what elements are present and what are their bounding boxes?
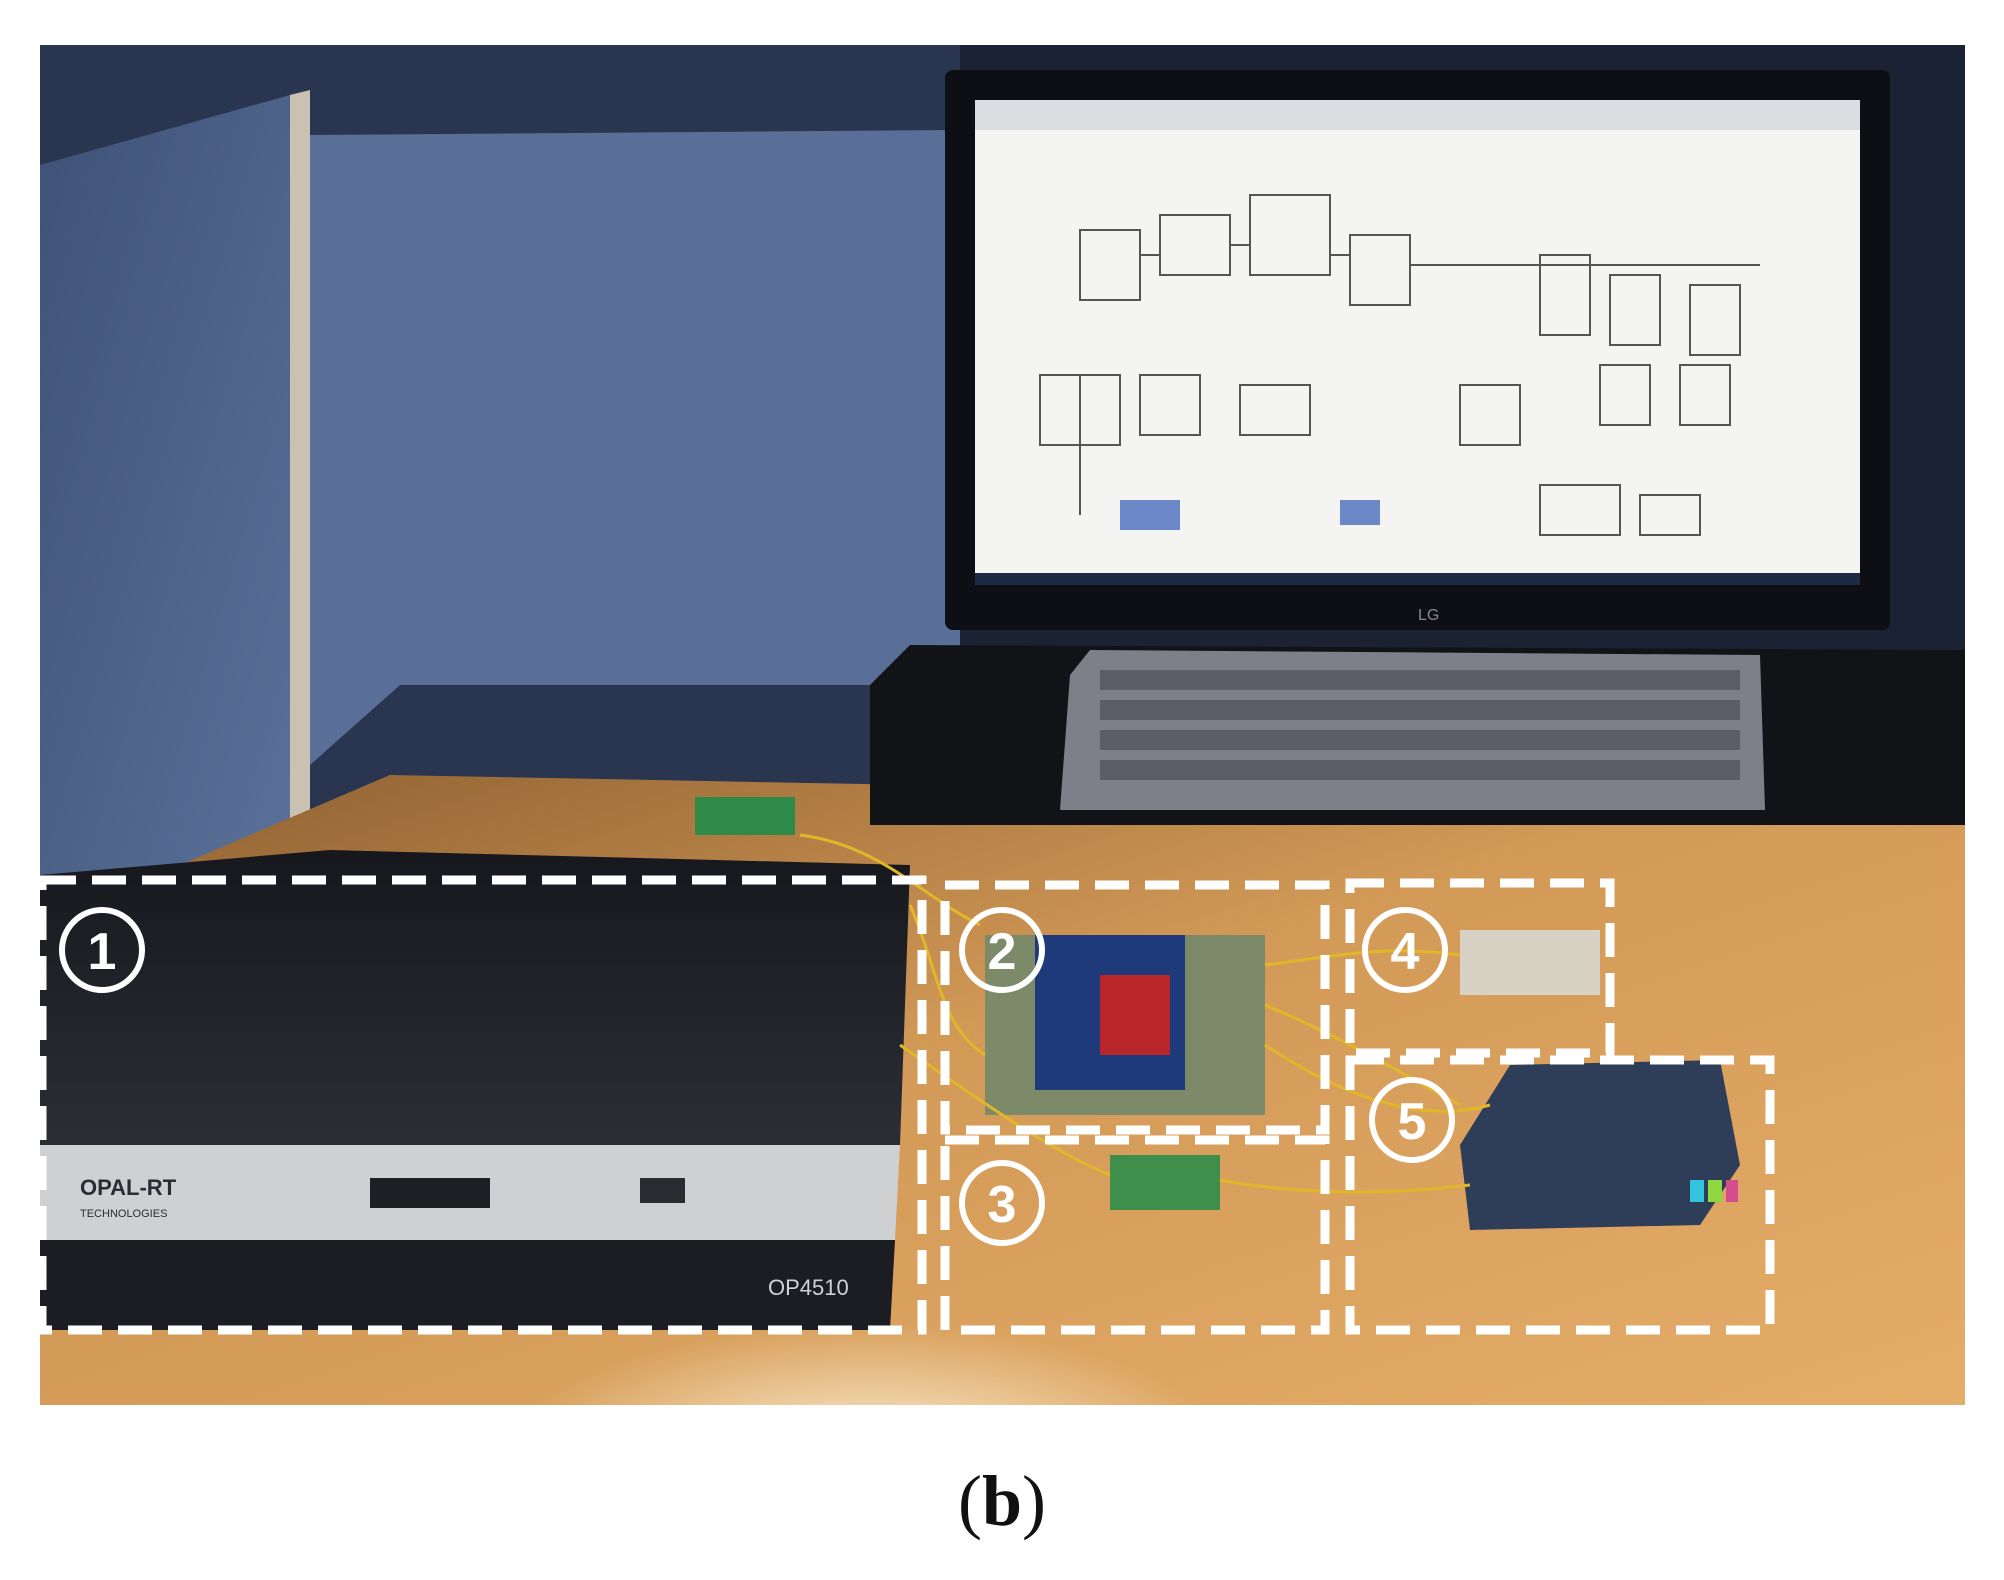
opal-rt-simulator-top — [40, 850, 910, 1145]
monitor-screen — [975, 100, 1860, 585]
opal-rt-logo-sub: TECHNOLOGIES — [80, 1208, 167, 1220]
region-box-3 — [940, 1135, 1330, 1335]
caption-letter: b — [981, 1461, 1023, 1541]
region-label-5-circle — [1369, 1077, 1455, 1163]
region-boxes — [40, 875, 1775, 1335]
opal-rt-logo-text: OPAL-RT — [80, 1175, 177, 1200]
board-port-cyan — [1690, 1180, 1704, 1202]
fpga-board — [1460, 1060, 1740, 1230]
opal-rt-lower-case — [40, 1240, 895, 1330]
screen-taskbar — [975, 573, 1860, 585]
region-label-2: 2 — [988, 923, 1017, 981]
region-box-4 — [1345, 878, 1615, 1058]
caption-close-paren: ) — [1022, 1461, 1046, 1541]
board-port-pink — [1726, 1180, 1738, 1202]
monitor-brand-logo: LG — [1418, 607, 1439, 624]
center-partition — [310, 130, 960, 765]
front-ports — [370, 1178, 490, 1208]
region-label-4: 4 — [1391, 923, 1420, 981]
lab-setup-photo: LG OPAL-RT TECHNOLOGIES OP4510 — [40, 45, 1965, 1405]
measurement-module — [1460, 930, 1600, 995]
keyboard-keys — [1100, 670, 1740, 780]
region-label-2-circle — [959, 907, 1045, 993]
screen-toolbar — [975, 100, 1860, 130]
interface-board-red — [1100, 975, 1170, 1055]
region-box-2 — [940, 880, 1330, 1135]
region-box-5 — [1345, 1055, 1775, 1335]
left-partition — [40, 95, 290, 945]
figure-caption: (b) — [0, 1460, 2004, 1543]
region-label-5: 5 — [1398, 1093, 1427, 1151]
region-label-3: 3 — [988, 1176, 1017, 1234]
region-label-1-circle — [59, 907, 145, 993]
front-connector — [640, 1178, 685, 1203]
caption-open-paren: ( — [957, 1461, 982, 1541]
opal-rt-model-label: OP4510 — [768, 1275, 849, 1300]
board-port-green — [1708, 1180, 1722, 1202]
connector-board — [1110, 1155, 1220, 1210]
partition-edge — [290, 90, 310, 845]
region-label-4-circle — [1362, 907, 1448, 993]
schematic-diagram — [1039, 194, 1760, 536]
region-label-3-circle — [959, 1160, 1045, 1246]
region-label-1: 1 — [88, 923, 117, 981]
screen-block-blue-2 — [1340, 500, 1380, 525]
screen-block-blue — [1120, 500, 1180, 530]
region-box-1 — [40, 875, 927, 1335]
small-green-board — [695, 797, 795, 835]
